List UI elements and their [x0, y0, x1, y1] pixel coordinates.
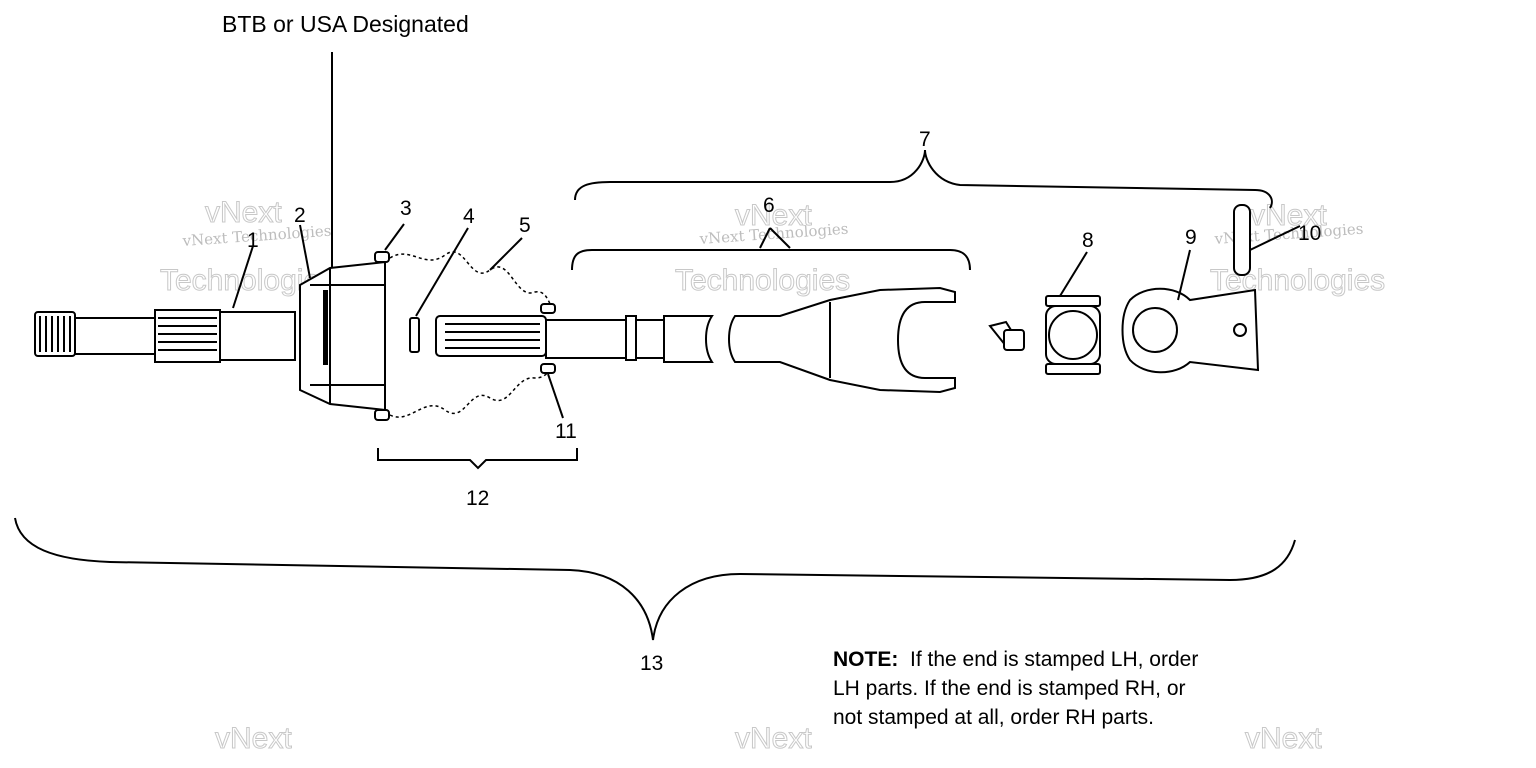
leader-6: [759, 227, 771, 249]
callout-10: 10: [1298, 222, 1321, 245]
snap-ring: [409, 317, 420, 353]
parts-note: NOTE: If the end is stamped LH, order LH…: [833, 645, 1303, 732]
watermark-text: vNext: [215, 722, 292, 755]
leader-8: [1059, 251, 1088, 297]
roll-pin: [1233, 204, 1251, 276]
watermark-text: vNext Technologies: [698, 220, 849, 248]
drive-shaft: [435, 286, 956, 394]
leader-10: [1249, 225, 1301, 251]
leader-4: [415, 227, 469, 317]
leader-1: [232, 245, 254, 309]
leader-11: [547, 373, 564, 419]
note-lead: NOTE:: [833, 648, 899, 671]
bracket-7: [574, 149, 1273, 209]
leader-2: [299, 224, 311, 279]
cv-joint-housing: [299, 260, 386, 412]
watermark-text: vNext: [735, 722, 812, 755]
leader-9: [1177, 249, 1191, 301]
callout-8: 8: [1082, 229, 1094, 252]
watermark-text: Technologies: [675, 264, 850, 297]
callout-12: 12: [466, 487, 489, 510]
watermark-text: vNext: [1245, 722, 1322, 755]
yoke: [1121, 287, 1260, 374]
designation-label: BTB or USA Designated: [222, 11, 469, 37]
callout-6: 6: [763, 194, 775, 217]
callout-9: 9: [1185, 226, 1197, 249]
u-joint-cross: [988, 295, 1101, 375]
note-text-1: If the end is stamped LH, order: [910, 648, 1199, 671]
bracket-13: [14, 517, 1296, 641]
boot-clamp-small: [540, 303, 556, 374]
leader-5: [489, 237, 523, 271]
callout-13: 13: [640, 652, 663, 675]
bracket-12: [377, 448, 578, 470]
callout-2: 2: [294, 204, 306, 227]
callout-1: 1: [247, 229, 259, 252]
stub-axle: [34, 309, 296, 363]
note-line-3: not stamped at all, order RH parts.: [833, 706, 1154, 729]
boot-clamp-large: [374, 251, 390, 421]
watermark-text: vNext: [205, 196, 282, 229]
note-line-2: LH parts. If the end is stamped RH, or: [833, 677, 1186, 700]
callout-7: 7: [919, 128, 931, 151]
watermark-center: vNext Technologies vNext Technologies: [675, 199, 851, 298]
callout-3: 3: [400, 197, 412, 220]
watermark-text: vNext: [735, 199, 812, 232]
callout-5: 5: [519, 214, 531, 237]
callout-4: 4: [463, 205, 475, 228]
cv-boot: [389, 251, 553, 418]
note-line-1: NOTE: If the end is stamped LH, order: [833, 645, 1303, 674]
bracket-6: [571, 249, 971, 271]
watermark-text: vNext: [1250, 199, 1327, 232]
watermark-bottom: vNext vNext vNext: [215, 722, 1323, 756]
leader-3: [384, 223, 405, 251]
callout-11: 11: [555, 420, 577, 443]
leader-6b: [769, 227, 791, 249]
